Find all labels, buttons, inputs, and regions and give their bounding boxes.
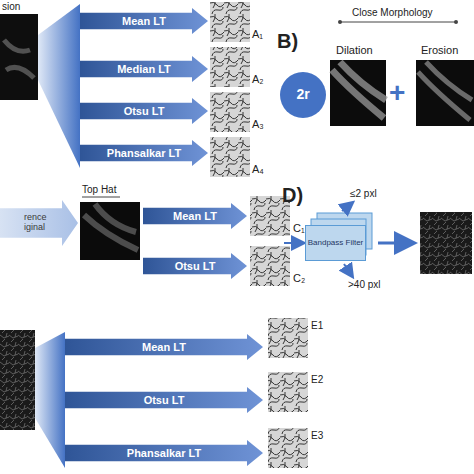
step-arrow: Otsu LT — [143, 253, 247, 279]
figure-label: sion — [2, 1, 20, 12]
step-arrow: Mean LT — [143, 203, 247, 229]
figure-label: A₂ — [252, 73, 264, 85]
filter-box: Bandpass Filter — [305, 225, 366, 261]
figure-label: Erosion — [421, 44, 458, 56]
step-arrow: Phansalkar LT — [65, 440, 263, 466]
figure-label: >40 pxl — [348, 279, 381, 290]
figure-label: A₄ — [252, 163, 264, 175]
step-arrow: Phansalkar LT — [80, 140, 208, 166]
figure-label: Close Morphology — [352, 7, 433, 18]
node-text: Mean LT — [173, 210, 217, 222]
node-text: Otsu LT — [144, 394, 185, 406]
figure-label: D) — [282, 184, 303, 206]
figure-label: + — [389, 78, 405, 109]
node-text: Median LT — [117, 63, 171, 75]
figure-label: C₁ — [293, 222, 305, 234]
node-text: 2r — [296, 87, 309, 102]
figure-label: ≤2 pxl — [350, 188, 377, 199]
figure-label: B) — [277, 30, 298, 52]
node-text: Otsu LT — [175, 260, 216, 272]
node-text: Bandpass Filter — [308, 239, 364, 248]
step-arrow: Median LT — [80, 56, 208, 82]
node-text: Mean LT — [142, 341, 186, 353]
figure-label: A₃ — [252, 118, 264, 130]
figure-label: C₂ — [293, 272, 305, 284]
node-text: rence iginal — [24, 213, 58, 233]
step-arrow: Otsu LT — [65, 387, 263, 413]
step-arrow: rence iginal — [0, 200, 78, 246]
figure-label: A₁ — [252, 28, 263, 40]
step-arrow: Mean LT — [80, 8, 208, 34]
step-arrow: Mean LT — [65, 334, 263, 360]
figure-label: Dilation — [336, 44, 373, 56]
figure-label: E2 — [311, 374, 323, 385]
figure-label: E3 — [311, 430, 323, 441]
figure-label: E1 — [311, 320, 323, 331]
node-text: Mean LT — [122, 15, 166, 27]
node-text: Phansalkar LT — [107, 147, 181, 159]
node-text: Phansalkar LT — [127, 447, 201, 459]
node-text: Otsu LT — [124, 105, 165, 117]
step-arrow: Otsu LT — [80, 98, 208, 124]
figure-label: Top Hat — [82, 184, 116, 195]
kernel-circle: 2r — [280, 72, 326, 118]
